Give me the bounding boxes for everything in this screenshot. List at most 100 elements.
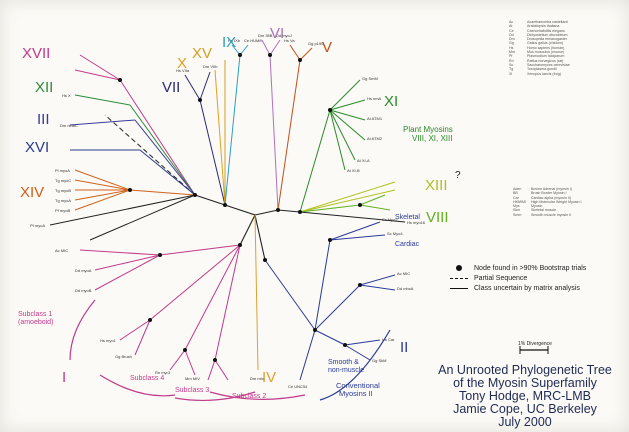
title-line-1: An Unrooted Phylogenetic Tree	[438, 363, 612, 377]
abbreviation-value: High Molecular Weight Myosin I	[531, 199, 582, 204]
class-label-viii: VIII	[426, 209, 449, 226]
abbreviation-value: Acanthamoeba castellanii	[527, 20, 568, 24]
abbreviation-key: Skm	[513, 208, 521, 213]
cardiac-label: Cardiac	[395, 241, 420, 248]
abbreviation-key: Ce	[509, 28, 514, 33]
abbreviation-value: Bovine Adrenal (myosin I)	[531, 187, 572, 191]
leaf-label: Hs VIIa	[176, 68, 190, 73]
trunk	[194, 194, 301, 261]
bootstrap-node	[118, 78, 122, 82]
legend-item-partial: Partial Sequence	[448, 273, 623, 283]
class-label-xi: XI	[384, 93, 398, 110]
branch-class-viii	[299, 194, 391, 213]
legend-item-uncertain: Class uncertain by matrix analysis	[448, 283, 623, 293]
branch-uncertain	[299, 211, 406, 223]
leaf-label: Ce HUM8	[244, 38, 262, 43]
bootstrap-node	[328, 108, 332, 112]
abbreviation-value: Dictyostelium discoideum	[527, 32, 568, 37]
class-ii-bracket	[319, 329, 391, 401]
abbreviation-key: Smm	[513, 212, 522, 217]
branch-partial-dashed	[104, 114, 196, 196]
abbreviation-value: Brush Border Myosin I	[531, 191, 567, 196]
legend-label: Node found in >90% Bootstrap trials	[474, 264, 587, 272]
subclass-3-label: Subclass 3	[175, 387, 209, 394]
branch-class-vii	[184, 71, 226, 206]
bootstrap-dot-icon	[448, 263, 470, 273]
legend-label: Partial Sequence	[474, 274, 528, 282]
class-label-iv: IV	[262, 369, 276, 386]
abbreviation-key: Pf	[509, 54, 513, 59]
leaf-label: Dd myoJ	[276, 33, 292, 38]
bootstrap-node	[276, 208, 280, 212]
leaf-label: Gg SkM	[372, 358, 386, 363]
leaf-label: Rn myr3	[155, 370, 171, 375]
abbreviation-value: Arabidopsis thaliana	[527, 24, 560, 29]
abbreviation-value: Rattus norvegicus (rat)	[527, 58, 564, 63]
leaf-label: At XI-A	[357, 158, 370, 163]
conventional-line-1: Conventional	[336, 381, 380, 390]
branch-class-xiv	[74, 169, 196, 211]
bootstrap-nodes	[118, 53, 362, 362]
leaf-label: Dm 35B	[258, 33, 273, 38]
bootstrap-node	[298, 210, 302, 214]
subclass-2-label: Subclass 2	[232, 393, 266, 400]
abbreviation-value: Myosin	[531, 204, 543, 209]
bootstrap-node	[238, 53, 242, 57]
abbreviation-key: Mys	[513, 204, 520, 209]
leaf-label: Dd mhcA	[397, 286, 414, 291]
abbreviation-key: Tg	[509, 67, 514, 72]
legend-item-node: Node found in >90% Bootstrap trials	[448, 263, 623, 273]
class-label-v: V	[322, 39, 332, 56]
abbreviation-key: BB	[513, 191, 518, 196]
dashed-line-icon	[448, 273, 470, 283]
leaf-label: Hs X	[62, 93, 71, 98]
bootstrap-node	[313, 328, 317, 332]
class-label-vii: VII	[162, 79, 180, 96]
abbreviation-value: Skeletal muscle	[531, 208, 557, 213]
scale-bar-label: 1% Divergence	[518, 341, 552, 347]
bootstrap-node	[263, 258, 267, 262]
leaf-label: Sc Myo4	[387, 231, 403, 236]
figure-title: An Unrooted Phylogenetic Tree of the Myo…	[430, 364, 620, 429]
leaf-labels: Pl myoA Tg myoC Tg myoB Tg myoA Pf myoB …	[30, 33, 426, 389]
abbreviation-value: Homo sapiens (human)	[527, 45, 565, 50]
leaf-label: Dd myoB	[75, 288, 92, 293]
bootstrap-node	[343, 343, 347, 347]
abbreviation-value: Saccharomyces cerevisiae	[527, 62, 570, 67]
leaf-label: Hs myo1	[100, 338, 117, 343]
leaf-label: Gg SmM	[362, 76, 378, 81]
abbreviation-key: Dd	[509, 32, 514, 37]
leaf-label: Hs IXb	[228, 38, 241, 43]
leaf-label: Dd myoA	[75, 268, 92, 273]
leaf-label: Tg myoC	[55, 178, 71, 183]
smooth-line-2: non-muscle	[328, 367, 364, 374]
class-label-vi: VI	[270, 25, 284, 42]
abbreviation-row: BB Brush Border Myosin I	[513, 191, 625, 195]
subclass-1-line-2: (amoeboid)	[18, 319, 53, 326]
branch-dd-myo	[89, 194, 196, 241]
abbreviation-key: Car	[513, 195, 519, 200]
branch-class-x	[214, 69, 226, 206]
abbreviation-key: HMWMI	[513, 199, 526, 204]
title-line-2: of the Myosin Superfamily	[453, 376, 597, 390]
leaf-label: Dm mhc	[250, 376, 265, 381]
class-label-xv: XV	[192, 45, 212, 62]
branch-class-xi	[299, 79, 366, 213]
leaf-label: Gg Brush	[115, 354, 132, 359]
class-label-ix: IX	[222, 34, 236, 51]
abbreviation-key: Xl	[509, 71, 513, 76]
smooth-line-1: Smooth &	[328, 359, 359, 366]
subclass-brackets	[69, 299, 306, 401]
branch-class-ii	[264, 221, 396, 381]
class-label-xvi: XVI	[25, 139, 49, 156]
leaf-label: At XI-B	[347, 168, 360, 173]
